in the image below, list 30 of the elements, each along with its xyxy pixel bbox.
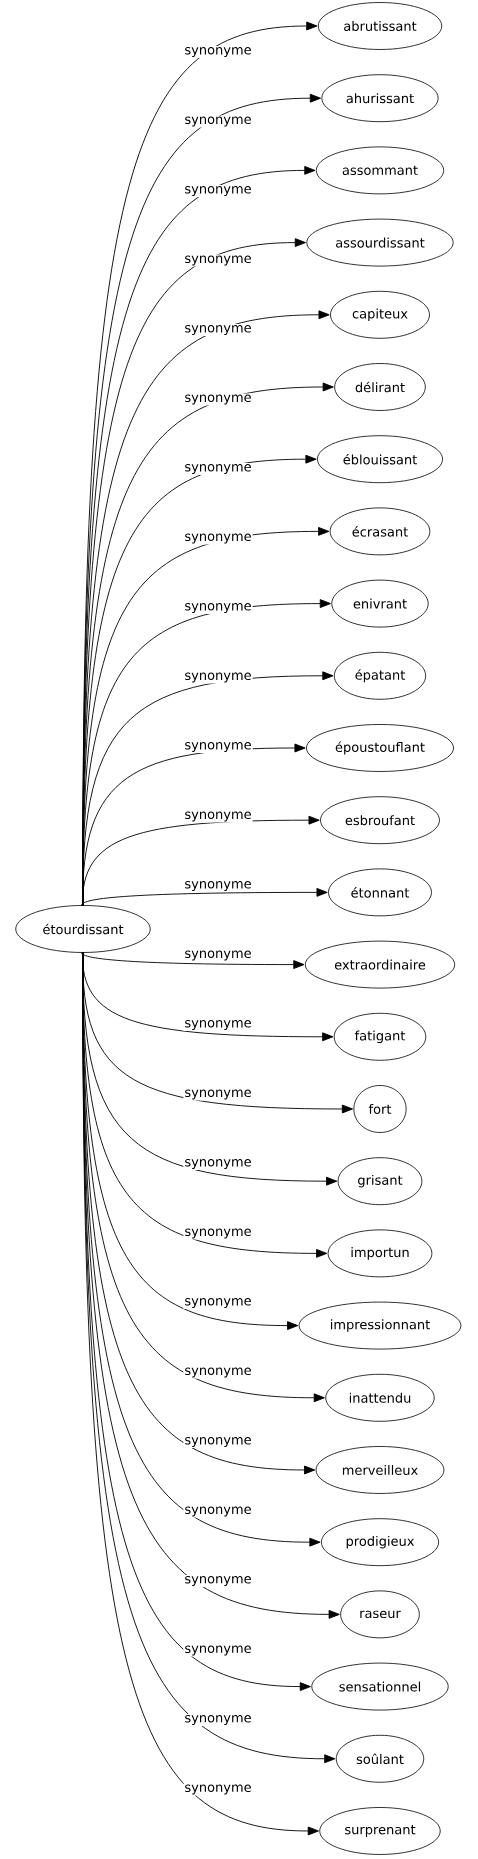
arrow (82, 454, 317, 906)
arrow (81, 887, 328, 906)
edge-label: synonyme (183, 1088, 253, 1101)
edge-label: synonyme (183, 115, 253, 128)
edge-label: synonyme (183, 810, 253, 823)
edge-label: synonyme (183, 254, 253, 267)
edge-label: synonyme (183, 1436, 253, 1449)
edge-label: synonyme (183, 741, 253, 754)
edge-label: synonyme (183, 532, 253, 545)
edge-label: synonyme (183, 1158, 253, 1171)
arrow (81, 952, 305, 969)
edge-label: synonyme (183, 46, 253, 59)
edge-label: synonyme (183, 671, 253, 684)
edge-label: synonyme (183, 1575, 253, 1588)
edge-label: synonyme (183, 1366, 253, 1379)
edge-label: synonyme (183, 1714, 253, 1727)
edge-label: synonyme (183, 1297, 253, 1310)
edge-label: synonyme (183, 393, 253, 406)
edge-label: synonyme (183, 1783, 253, 1796)
edge-label: synonyme (183, 1019, 253, 1032)
edge-label: synonyme (183, 1644, 253, 1657)
edge-label: synonyme (183, 463, 253, 476)
edge-label: synonyme (183, 949, 253, 962)
edge-label: synonyme (183, 1505, 253, 1518)
edge-label: synonyme (183, 602, 253, 615)
edge-label: synonyme (183, 880, 253, 893)
arrow (82, 815, 320, 906)
edge-label: synonyme (183, 185, 253, 198)
edge-label: synonyme (183, 1227, 253, 1240)
edge-label: synonyme (183, 324, 253, 337)
